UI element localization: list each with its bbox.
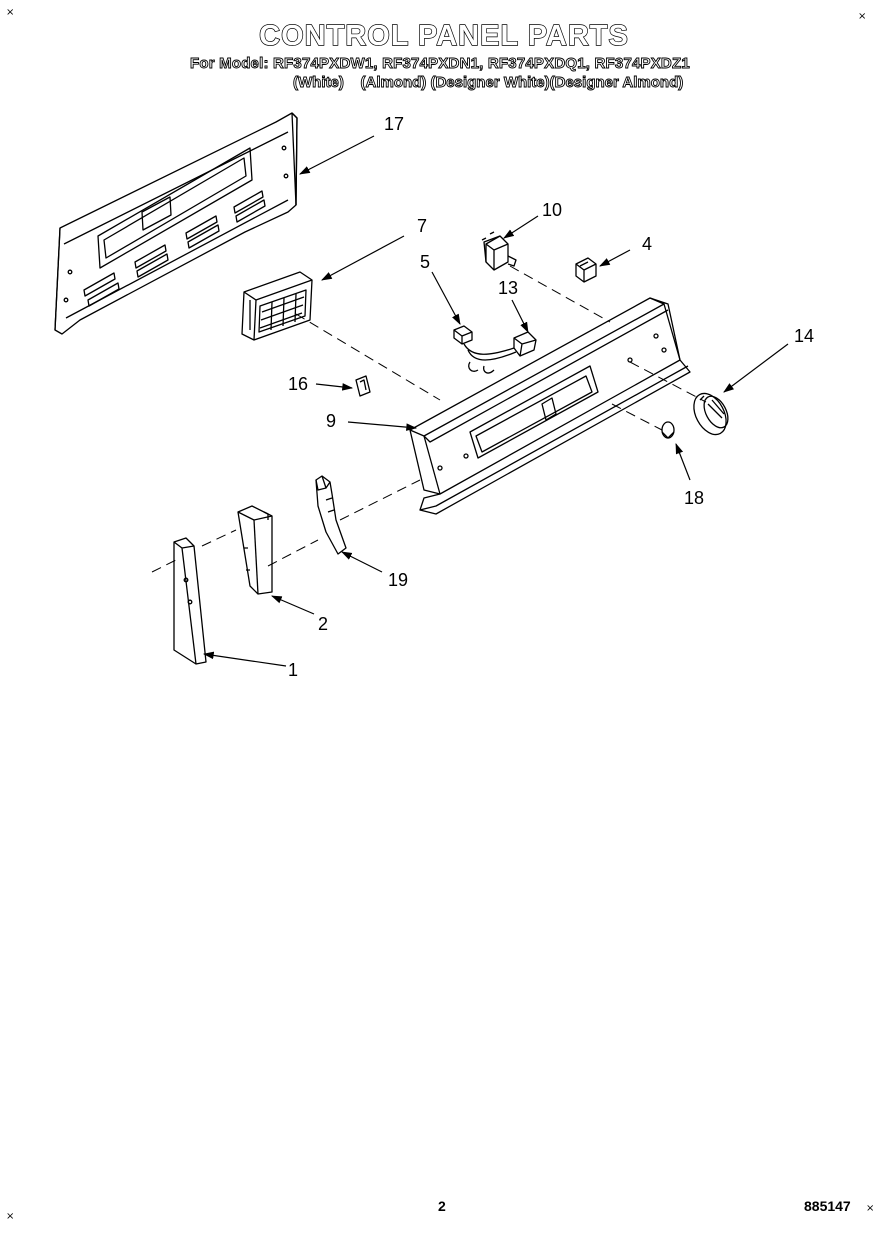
registration-mark-top-right: × xyxy=(858,11,867,22)
page-number: 2 xyxy=(438,1198,446,1214)
part-18-plug xyxy=(661,421,675,439)
part-17-rear-panel xyxy=(54,112,298,335)
part-13-wire-harness xyxy=(463,331,537,374)
callout-7: 7 xyxy=(417,216,427,236)
registration-mark-bottom-left: × xyxy=(6,1211,15,1222)
callout-10: 10 xyxy=(542,200,562,220)
callout-14: 14 xyxy=(794,326,814,346)
callout-18: 18 xyxy=(684,488,704,508)
part-4-clip xyxy=(575,257,597,283)
part-5-connector xyxy=(453,325,473,345)
callout-5: 5 xyxy=(420,252,430,272)
callout-19: 19 xyxy=(388,570,408,590)
callout-16: 16 xyxy=(288,374,308,394)
callout-1: 1 xyxy=(288,660,298,680)
part-1-side-trim xyxy=(173,537,207,665)
part-16-clip xyxy=(355,375,371,397)
model-variants: (White) (Almond) (Designer White)(Design… xyxy=(293,74,684,91)
part-9-control-console xyxy=(409,297,691,515)
page-title: CONTROL PANEL PARTS xyxy=(258,19,629,52)
document-number: 885147 xyxy=(804,1198,851,1214)
registration-mark-top-left: × xyxy=(6,7,15,18)
part-7-keypad xyxy=(241,271,313,341)
leader-lines xyxy=(202,135,789,667)
part-10-switch xyxy=(481,231,517,271)
model-list: For Model: RF374PXDW1, RF374PXDN1, RF374… xyxy=(190,55,691,72)
registration-mark-bottom-right: × xyxy=(866,1203,875,1214)
part-14-knob xyxy=(693,392,729,436)
part-19-bracket xyxy=(315,475,347,555)
callout-13: 13 xyxy=(498,278,518,298)
callout-2: 2 xyxy=(318,614,328,634)
callout-17: 17 xyxy=(384,114,404,134)
callout-4: 4 xyxy=(642,234,652,254)
part-2-end-cap xyxy=(237,505,273,595)
assembly-lines xyxy=(151,265,707,573)
callout-9: 9 xyxy=(326,411,336,431)
